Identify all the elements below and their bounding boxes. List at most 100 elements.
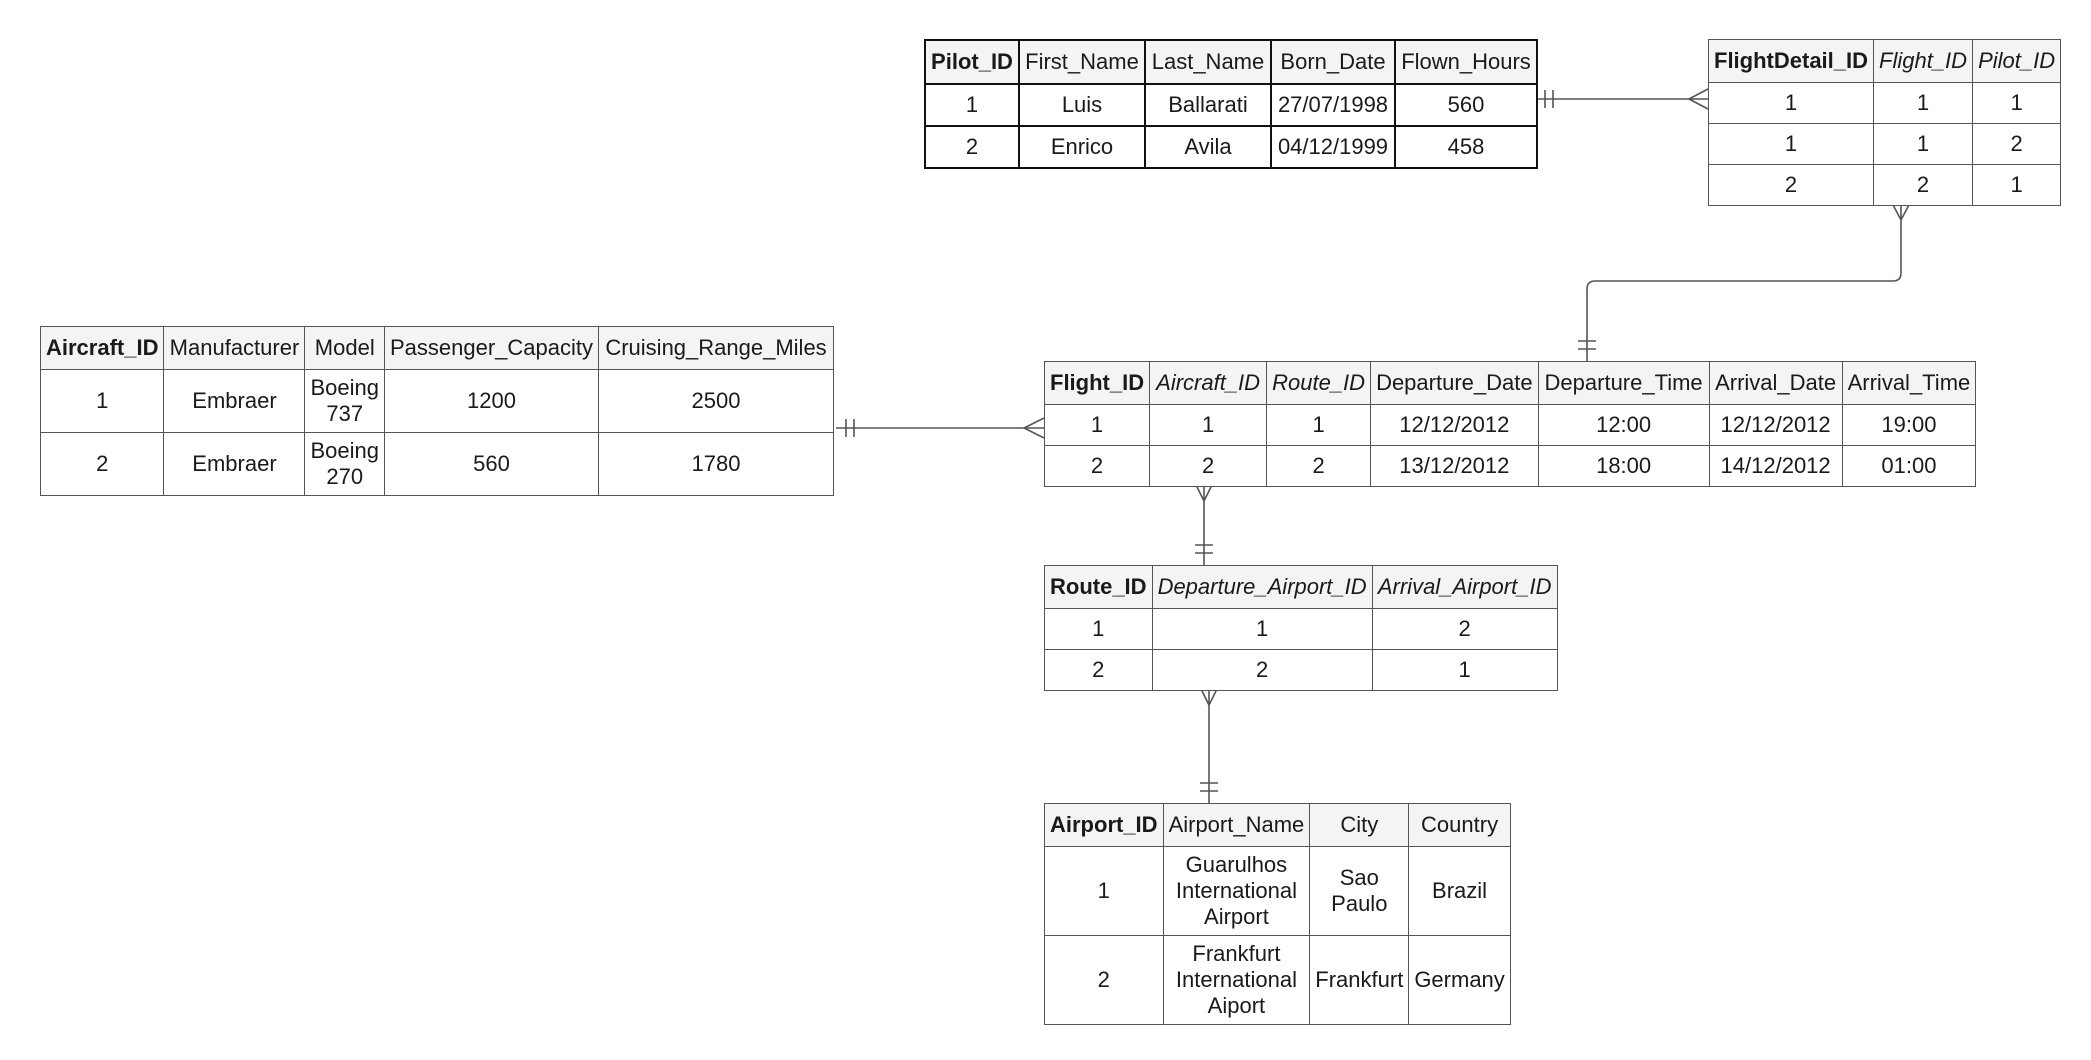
table-cell: 1: [1972, 164, 2062, 206]
table-cell: 1: [39, 369, 165, 433]
table-cell: Enrico: [1018, 125, 1146, 169]
column-header: Model: [304, 326, 385, 370]
table-cell: 1: [1043, 404, 1151, 446]
table-cell: 18:00: [1537, 445, 1710, 487]
table-cell: 1: [1972, 82, 2062, 124]
table-cell: 2: [1972, 123, 2062, 165]
table-cell: 1: [1371, 649, 1558, 691]
connector-aircraft-flight: [836, 417, 1045, 439]
connector-pilot-flightdetail: [1532, 88, 1709, 110]
table-cell: 1200: [383, 369, 600, 433]
column-header: Cruising_Range_Miles: [598, 326, 835, 370]
table-cell: 458: [1394, 125, 1538, 169]
table-cell: 2: [924, 125, 1020, 169]
table-cell: Luis: [1018, 83, 1146, 127]
column-header: Flight_ID: [1043, 361, 1151, 405]
table-cell: 1: [1151, 608, 1373, 650]
table-cell: 2500: [598, 369, 835, 433]
table-cell: 2: [1151, 649, 1373, 691]
table-cell: 1: [1873, 123, 1974, 165]
table-row: 1 1 1 12/12/2012 12:00 12/12/2012 19:00: [1043, 404, 1977, 446]
table-row: 1 1 2: [1707, 123, 2062, 165]
column-header: Aircraft_ID: [1149, 361, 1268, 405]
column-header: Manufacturer: [163, 326, 306, 370]
flight-table: Flight_ID Aircraft_ID Route_ID Departure…: [1043, 361, 1977, 487]
table-cell: 2: [1371, 608, 1558, 650]
table-cell: 1780: [598, 432, 835, 496]
table-cell: Avila: [1144, 125, 1272, 169]
table-cell: 1: [1707, 82, 1875, 124]
table-header-row: FlightDetail_ID Flight_ID Pilot_ID: [1707, 39, 2062, 83]
table-cell: 2: [1044, 649, 1153, 691]
table-cell: 560: [1394, 83, 1538, 127]
table-header-row: Pilot_ID First_Name Last_Name Born_Date …: [924, 39, 1538, 85]
column-header: Arrival_Time: [1841, 361, 1977, 405]
route-table: Route_ID Departure_Airport_ID Arrival_Ai…: [1044, 565, 1558, 691]
column-header: Departure_Time: [1537, 361, 1710, 405]
table-header-row: Aircraft_ID Manufacturer Model Passenger…: [39, 326, 835, 370]
airport-table: Airport_ID Airport_Name City Country 1 G…: [1044, 803, 1511, 1025]
table-cell: 12/12/2012: [1370, 404, 1539, 446]
table-row: 1 Guarulhos International Airport Sao Pa…: [1044, 846, 1511, 936]
table-cell: 13/12/2012: [1370, 445, 1539, 487]
table-cell: 2: [39, 432, 165, 496]
column-header: Pilot_ID: [924, 39, 1020, 85]
column-header: Route_ID: [1266, 361, 1372, 405]
column-header: Route_ID: [1044, 565, 1153, 609]
table-cell: 2: [1707, 164, 1875, 206]
table-cell: 2: [1043, 445, 1151, 487]
table-header-row: Route_ID Departure_Airport_ID Arrival_Ai…: [1044, 565, 1558, 609]
table-cell: 14/12/2012: [1708, 445, 1843, 487]
table-cell: Boeing 737: [304, 369, 385, 433]
table-row: 2 2 1: [1707, 164, 2062, 206]
table-cell: Embraer: [163, 369, 306, 433]
table-cell: Brazil: [1408, 846, 1511, 936]
table-row: 2 Enrico Avila 04/12/1999 458: [924, 125, 1538, 169]
table-row: 1 1 1: [1707, 82, 2062, 124]
column-header: Departure_Airport_ID: [1151, 565, 1373, 609]
table-header-row: Airport_ID Airport_Name City Country: [1044, 803, 1511, 847]
table-cell: Embraer: [163, 432, 306, 496]
table-cell: 12/12/2012: [1708, 404, 1843, 446]
table-cell: Guarulhos International Airport: [1162, 846, 1311, 936]
table-cell: 1: [924, 83, 1020, 127]
table-cell: 2: [1149, 445, 1268, 487]
table-cell: 560: [383, 432, 600, 496]
column-header: Arrival_Airport_ID: [1371, 565, 1558, 609]
column-header: Born_Date: [1270, 39, 1396, 85]
table-row: 2 Embraer Boeing 270 560 1780: [39, 432, 835, 496]
table-cell: 27/07/1998: [1270, 83, 1396, 127]
table-row: 1 Luis Ballarati 27/07/1998 560: [924, 83, 1538, 127]
pilot-table: Pilot_ID First_Name Last_Name Born_Date …: [924, 39, 1538, 169]
table-cell: 1: [1266, 404, 1372, 446]
table-header-row: Flight_ID Aircraft_ID Route_ID Departure…: [1043, 361, 1977, 405]
table-cell: 12:00: [1537, 404, 1710, 446]
column-header: First_Name: [1018, 39, 1146, 85]
table-cell: 1: [1149, 404, 1268, 446]
table-cell: 01:00: [1841, 445, 1977, 487]
flightdetail-table: FlightDetail_ID Flight_ID Pilot_ID 1 1 1…: [1707, 39, 2062, 206]
column-header: Last_Name: [1144, 39, 1272, 85]
column-header: City: [1309, 803, 1410, 847]
column-header: Airport_ID: [1044, 803, 1164, 847]
table-cell: Boeing 270: [304, 432, 385, 496]
column-header: Departure_Date: [1370, 361, 1539, 405]
connector-airport-route: [1198, 684, 1220, 803]
table-cell: Sao Paulo: [1309, 846, 1410, 936]
table-row: 2 Frankfurt International Aiport Frankfu…: [1044, 935, 1511, 1025]
table-cell: 1: [1707, 123, 1875, 165]
aircraft-table: Aircraft_ID Manufacturer Model Passenger…: [39, 326, 835, 496]
column-header: Passenger_Capacity: [383, 326, 600, 370]
column-header: Country: [1408, 803, 1511, 847]
table-cell: 2: [1044, 935, 1164, 1025]
table-cell: Germany: [1408, 935, 1511, 1025]
table-row: 1 1 2: [1044, 608, 1558, 650]
table-cell: 2: [1873, 164, 1974, 206]
connector-route-flight: [1193, 480, 1215, 565]
table-cell: 1: [1873, 82, 1974, 124]
table-row: 2 2 1: [1044, 649, 1558, 691]
table-cell: 04/12/1999: [1270, 125, 1396, 169]
table-cell: 19:00: [1841, 404, 1977, 446]
column-header: Flight_ID: [1873, 39, 1974, 83]
column-header: Aircraft_ID: [39, 326, 165, 370]
